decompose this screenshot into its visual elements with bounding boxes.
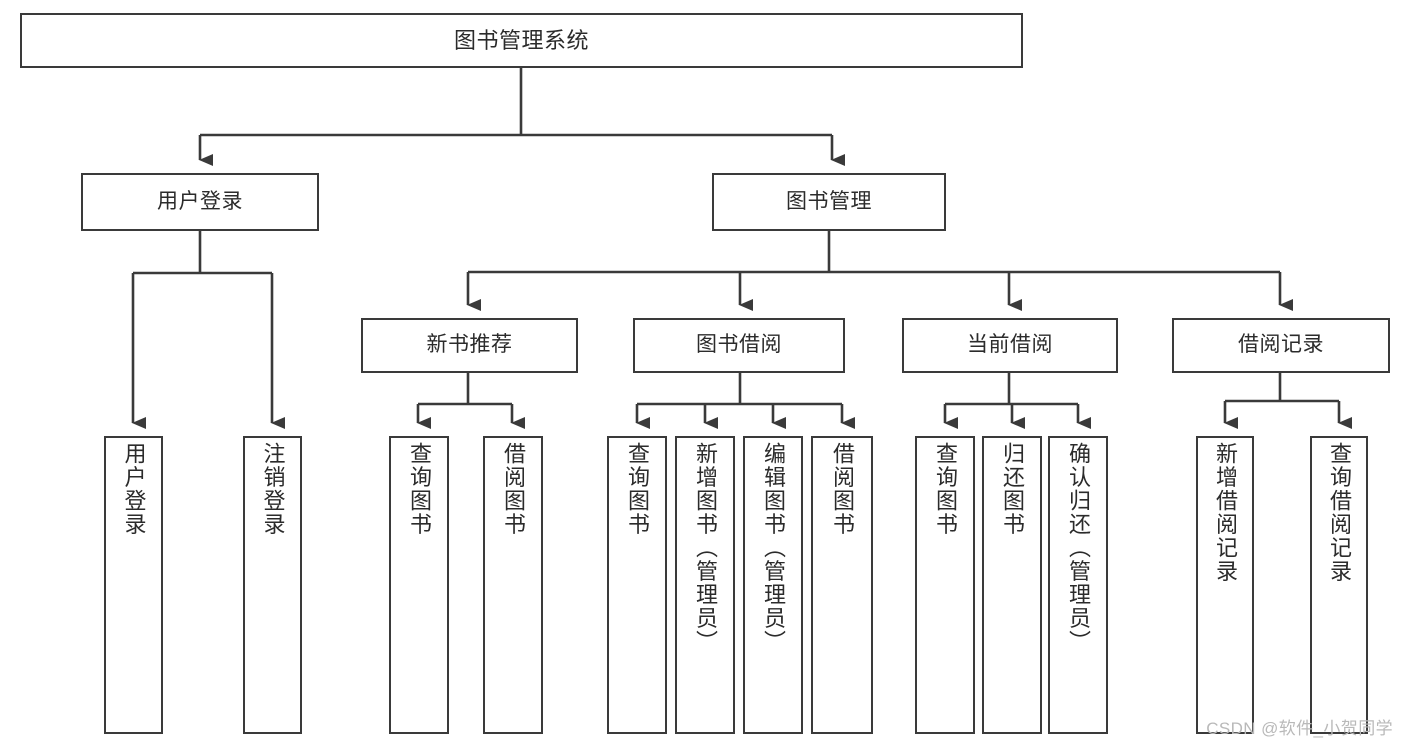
node-new-book-recommend-label: 新书推荐 (426, 333, 513, 357)
node-leaf-borrow-book-label: 借阅图书 (829, 442, 855, 536)
node-user-login[interactable]: 用户登录 (81, 173, 319, 231)
node-new-book-recommend[interactable]: 新书推荐 (361, 318, 578, 373)
node-borrow-record[interactable]: 借阅记录 (1172, 318, 1390, 373)
node-leaf-add-borrow-record[interactable]: 新增借阅记录 (1196, 436, 1254, 734)
node-book-borrow-label: 图书借阅 (696, 333, 782, 357)
node-root[interactable]: 图书管理系统 (20, 13, 1023, 68)
node-leaf-query-book-borrow[interactable]: 查询图书 (607, 436, 667, 734)
node-leaf-borrow-book-new[interactable]: 借阅图书 (483, 436, 543, 734)
node-current-borrow-label: 当前借阅 (967, 333, 1053, 357)
node-leaf-borrow-book-new-label: 借阅图书 (500, 442, 526, 536)
node-leaf-query-book-current[interactable]: 查询图书 (915, 436, 975, 734)
node-borrow-record-label: 借阅记录 (1238, 333, 1324, 357)
node-book-borrow[interactable]: 图书借阅 (633, 318, 845, 373)
node-leaf-user-login[interactable]: 用户登录 (104, 436, 163, 734)
node-leaf-add-book-admin-label: 新增图书（管理员） (692, 442, 718, 654)
node-book-manage-label: 图书管理 (786, 189, 872, 213)
node-leaf-query-book-current-label: 查询图书 (932, 442, 958, 536)
node-leaf-query-book-new-label: 查询图书 (406, 442, 432, 536)
node-leaf-add-borrow-record-label: 新增借阅记录 (1212, 442, 1238, 583)
node-user-login-label: 用户登录 (157, 189, 243, 213)
node-leaf-borrow-book[interactable]: 借阅图书 (811, 436, 873, 734)
node-leaf-query-book-borrow-label: 查询图书 (624, 442, 650, 536)
node-leaf-query-borrow-record-label: 查询借阅记录 (1326, 442, 1352, 583)
node-leaf-query-book-new[interactable]: 查询图书 (389, 436, 449, 734)
node-leaf-return-book-label: 归还图书 (999, 442, 1025, 536)
node-leaf-user-login-label: 用户登录 (121, 442, 147, 536)
node-leaf-edit-book-admin[interactable]: 编辑图书（管理员） (743, 436, 803, 734)
node-leaf-confirm-return-admin[interactable]: 确认归还（管理员） (1048, 436, 1108, 734)
node-leaf-confirm-return-admin-label: 确认归还（管理员） (1065, 442, 1091, 654)
node-leaf-user-logout-label: 注销登录 (260, 442, 286, 536)
node-book-manage[interactable]: 图书管理 (712, 173, 946, 231)
node-root-label: 图书管理系统 (453, 27, 589, 53)
node-leaf-add-book-admin[interactable]: 新增图书（管理员） (675, 436, 735, 734)
node-leaf-user-logout[interactable]: 注销登录 (243, 436, 302, 734)
node-current-borrow[interactable]: 当前借阅 (902, 318, 1118, 373)
node-leaf-return-book[interactable]: 归还图书 (982, 436, 1042, 734)
node-leaf-edit-book-admin-label: 编辑图书（管理员） (760, 442, 786, 654)
node-leaf-query-borrow-record[interactable]: 查询借阅记录 (1310, 436, 1368, 734)
